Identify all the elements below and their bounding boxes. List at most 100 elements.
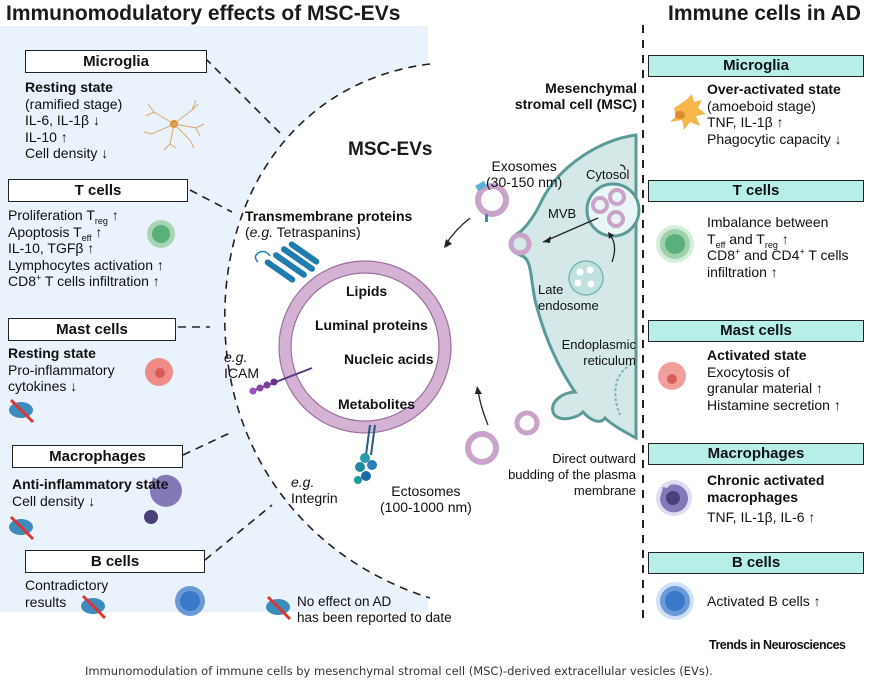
budding-ectosome xyxy=(514,410,540,436)
left-bcells-line: Contradictory xyxy=(25,577,109,593)
left-header-mast-cells: Mast cells xyxy=(8,318,176,341)
msc-label-line: stromal cell (MSC) xyxy=(514,96,637,112)
late-endosome xyxy=(568,260,604,296)
ev-membrane xyxy=(279,261,451,433)
endosome-vesicle xyxy=(586,266,594,274)
macrophage-left-icon xyxy=(149,474,182,507)
right-macrophages-state: Chronic activated xyxy=(707,472,825,488)
right-header-bcells: B cells xyxy=(648,552,864,574)
cargo-metabolites: Metabolites xyxy=(338,396,416,412)
er-label: Endoplasmic reticulum xyxy=(561,337,636,368)
microglia-activated-icon xyxy=(670,94,706,130)
exosome xyxy=(475,183,509,217)
arrow-exosome-to-ev xyxy=(445,217,471,245)
left-microglia-text: Resting state (ramified stage) IL-6, IL-… xyxy=(25,79,122,162)
right-macrophages-text: Chronic activated macrophages TNF, IL-1β… xyxy=(707,472,824,526)
connector-macrophages xyxy=(182,431,233,456)
transmembrane-label: Transmembrane proteins (e.g. Tetraspanin… xyxy=(245,208,412,240)
bcell-left-nucleus xyxy=(180,591,200,611)
left-tcells-line: Proliferation Treg ↑ xyxy=(8,207,119,226)
right-header-mast-cells: Mast cells xyxy=(648,320,864,342)
right-mast-line: Histamine secretion ↑ xyxy=(707,396,841,413)
late-endosome-label: Late endosome xyxy=(538,282,599,313)
connector-tcells xyxy=(189,189,233,213)
journal-name: Trends in Neurosciences xyxy=(709,638,846,652)
exosomes-size: (30-150 nm) xyxy=(486,174,563,190)
left-microglia-state: Resting state xyxy=(25,79,113,95)
mast-cell-right-nucleus xyxy=(667,374,677,384)
microglia-resting-icon xyxy=(143,99,205,151)
ectosomes-size: (100-1000 nm) xyxy=(380,499,472,515)
cargo-lipids: Lipids xyxy=(346,283,388,299)
left-panel-title: Immunomodulatory effects of MSC-EVs xyxy=(6,2,401,25)
legend-line: No effect on AD xyxy=(297,594,392,609)
left-mast-text: Resting state Pro-inflammatory cytokines… xyxy=(8,345,115,395)
right-mast-line: granular material ↑ xyxy=(707,380,823,396)
tcell-left-nucleus xyxy=(152,225,170,243)
right-macrophages-line: TNF, IL-1β, IL-6 ↑ xyxy=(707,509,816,525)
left-macrophages-state: Anti-inflammatory state xyxy=(12,476,169,492)
arrow-ectosome-to-ev xyxy=(477,389,489,426)
center-title: MSC-EVs xyxy=(348,139,433,160)
right-tcells-text: Imbalance between Teff and Treg ↑ CD8+ a… xyxy=(707,214,849,280)
right-microglia-state: Over-activated state xyxy=(707,81,841,97)
left-macrophages-line: Cell density ↓ xyxy=(12,492,96,509)
exosomes-label: Exosomes (30-150 nm) xyxy=(486,158,562,190)
left-mast-line: Pro-inflammatory xyxy=(8,361,115,378)
left-header-bcells: B cells xyxy=(25,550,205,573)
left-microglia-line: IL-10 ↑ xyxy=(25,128,68,145)
right-microglia-line: Phagocytic capacity ↓ xyxy=(707,130,842,147)
crossed-brain-icon xyxy=(9,398,35,424)
integrin-label: e.g. Integrin xyxy=(291,474,338,506)
endoplasmic-reticulum xyxy=(614,361,637,416)
left-mast-state: Resting state xyxy=(8,345,96,361)
connector-bcells xyxy=(204,504,273,561)
ectosome xyxy=(465,431,499,465)
right-microglia-line: (amoeboid stage) xyxy=(707,97,816,114)
left-tcells-line: Lymphocytes activation ↑ xyxy=(8,256,164,273)
budding-label: Direct outward budding of the plasma mem… xyxy=(508,451,636,498)
endosome-vesicle xyxy=(574,279,582,287)
endosome-vesicle xyxy=(587,280,595,288)
right-microglia-text: Over-activated state (amoeboid stage) TN… xyxy=(707,81,842,147)
cargo-nucleic-acids: Nucleic acids xyxy=(344,351,434,367)
msc-label: Mesenchymal stromal cell (MSC) xyxy=(497,80,637,112)
left-microglia-line: Cell density ↓ xyxy=(25,145,109,161)
right-mast-text: Activated state Exocytosis of granular m… xyxy=(707,347,841,413)
connector-microglia xyxy=(204,57,281,134)
left-mast-line: cytokines ↓ xyxy=(8,378,78,394)
msc-label-line: Mesenchymal xyxy=(545,80,637,96)
ectosomes-label: Ectosomes (100-1000 nm) xyxy=(380,483,472,515)
right-tcells-line: infiltration ↑ xyxy=(707,263,778,280)
right-tcells-line: Imbalance between xyxy=(707,214,829,230)
bcell-right-nucleus xyxy=(665,591,685,611)
right-tcells-line: CD8+ and CD4+ T cells xyxy=(707,246,849,263)
ev-membrane-outer xyxy=(278,260,452,434)
arrow-mvb-release xyxy=(542,217,599,243)
icam-label: e.g. ICAM xyxy=(224,349,259,381)
ev-membrane-inner xyxy=(290,272,440,422)
mvb-vesicle xyxy=(607,210,625,228)
left-tcells-line: Apoptosis Teff ↑ xyxy=(8,223,103,243)
right-mast-line: Exocytosis of xyxy=(707,363,790,380)
right-header-microglia: Microglia xyxy=(648,55,864,77)
left-tcells-line: CD8+ T cells infiltration ↑ xyxy=(8,272,160,289)
integrin-protein xyxy=(354,424,377,484)
released-exosome xyxy=(508,232,532,256)
transmembrane-title: Transmembrane proteins xyxy=(245,208,413,224)
left-macrophages-text: Anti-inflammatory state Cell density ↓ xyxy=(12,476,168,509)
mast-cell-left-nucleus xyxy=(155,368,165,378)
left-tcells-text: Proliferation Treg ↑ Apoptosis Teff ↑ IL… xyxy=(8,207,164,290)
endosome-vesicle xyxy=(576,268,584,276)
right-tcells-line: Teff and Treg ↑ xyxy=(707,230,789,250)
crossed-brain-icon xyxy=(266,595,292,621)
right-header-macrophages: Macrophages xyxy=(648,443,864,465)
exosomes-name: Exosomes xyxy=(491,158,557,174)
right-macrophages-state: macrophages xyxy=(707,488,799,505)
legend-no-effect: No effect on AD has been reported to dat… xyxy=(297,594,452,626)
mvb-label: MVB xyxy=(548,206,577,221)
cytosol-label: Cytosol xyxy=(586,167,630,182)
mvb-vesicle xyxy=(591,196,609,214)
left-microglia-line: (ramified stage) xyxy=(25,95,123,112)
